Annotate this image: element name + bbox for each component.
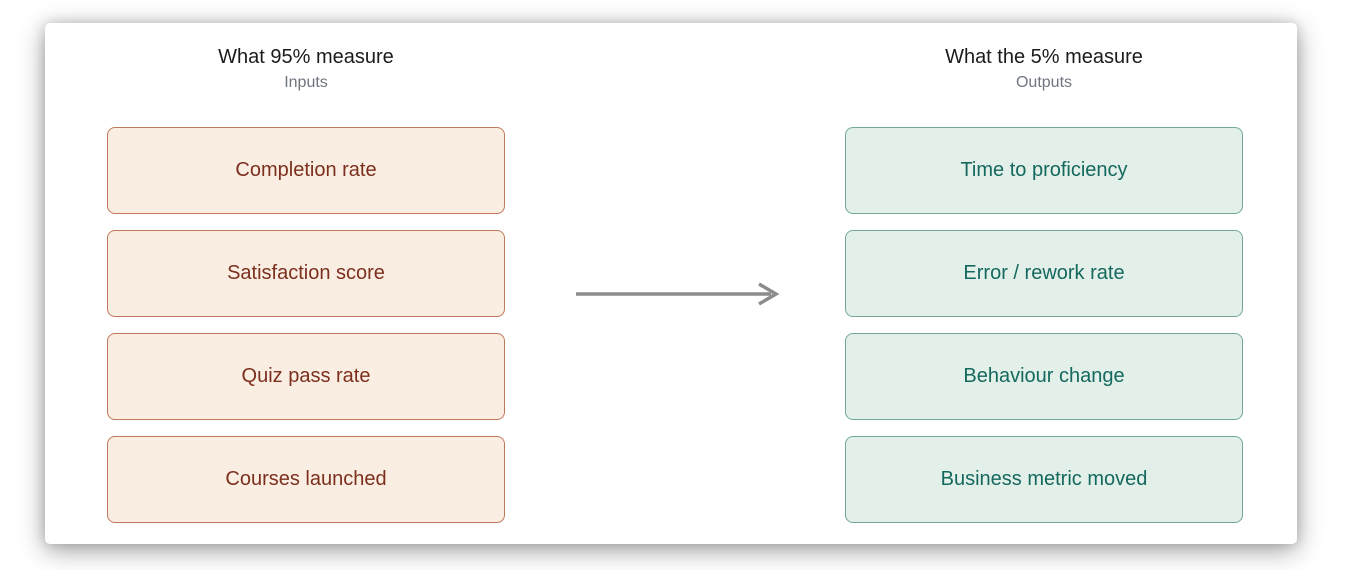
metric-label: Quiz pass rate (241, 365, 371, 387)
right-arrow-icon (576, 282, 780, 306)
outputs-column: What the 5% measure Outputs Time to prof… (845, 45, 1243, 523)
metric-label: Courses launched (225, 468, 387, 490)
output-metric-box: Time to proficiency (845, 127, 1243, 214)
output-metric-box: Business metric moved (845, 436, 1243, 523)
inputs-column-title: What 95% measure (218, 46, 394, 68)
outputs-column-subtitle: Outputs (1015, 74, 1073, 91)
input-metric-box: Courses launched (107, 436, 505, 523)
output-metric-box: Behaviour change (845, 333, 1243, 420)
metric-label: Business metric moved (940, 468, 1148, 490)
metric-label: Completion rate (235, 159, 377, 181)
input-metric-box: Completion rate (107, 127, 505, 214)
outputs-column-header: What the 5% measure Outputs (845, 45, 1243, 92)
metric-label: Time to proficiency (960, 159, 1128, 181)
inputs-column-subtitle: Inputs (284, 74, 328, 91)
diagram-card: What 95% measure Inputs Completion rate … (45, 23, 1297, 544)
inputs-box-list: Completion rate Satisfaction score Quiz … (107, 127, 505, 523)
input-metric-box: Satisfaction score (107, 230, 505, 317)
outputs-column-title: What the 5% measure (945, 46, 1143, 68)
input-metric-box: Quiz pass rate (107, 333, 505, 420)
metric-label: Error / rework rate (963, 262, 1125, 284)
inputs-column: What 95% measure Inputs Completion rate … (107, 45, 505, 523)
metric-label: Behaviour change (963, 365, 1125, 387)
outputs-box-list: Time to proficiency Error / rework rate … (845, 127, 1243, 523)
metric-label: Satisfaction score (227, 262, 385, 284)
output-metric-box: Error / rework rate (845, 230, 1243, 317)
inputs-column-header: What 95% measure Inputs (107, 45, 505, 92)
